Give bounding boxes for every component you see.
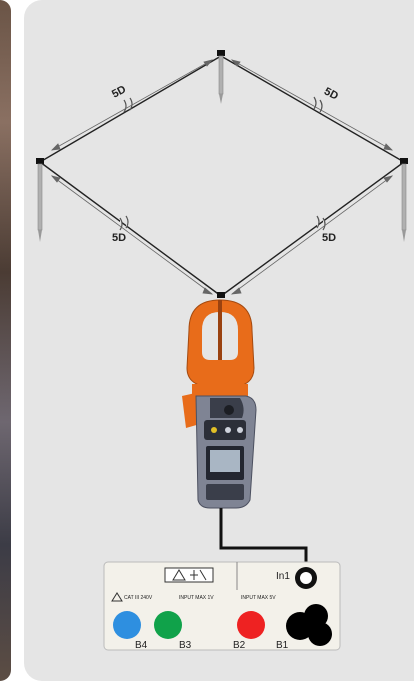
input-max-left: INPUT MAX 1V	[179, 595, 214, 601]
background-photo-strip	[0, 0, 11, 681]
socket-b2	[237, 611, 265, 639]
channel-label-b4: B4	[135, 640, 147, 651]
channel-label-b3: B3	[179, 640, 191, 651]
earth-stakes	[36, 50, 408, 298]
socket-b4	[113, 611, 141, 639]
channel-label-b1: B1	[276, 640, 288, 651]
input-max-right: INPUT MAX 5V	[241, 595, 276, 601]
diagram-drawing	[24, 0, 414, 681]
warning-text: CAT III 240V	[124, 595, 152, 601]
distance-label-bottom-right: 5D	[322, 232, 336, 244]
diagram-panel: 5D 5D 5D 5D CAT III 240V INPUT MAX 1V IN…	[24, 0, 414, 681]
channel-label-b2: B2	[233, 640, 245, 651]
terminal-in1-label: In1	[276, 571, 290, 582]
break-marks	[120, 97, 325, 230]
distance-label-bottom-left: 5D	[112, 232, 126, 244]
clamp-meter	[182, 300, 256, 508]
socket-b3	[154, 611, 182, 639]
